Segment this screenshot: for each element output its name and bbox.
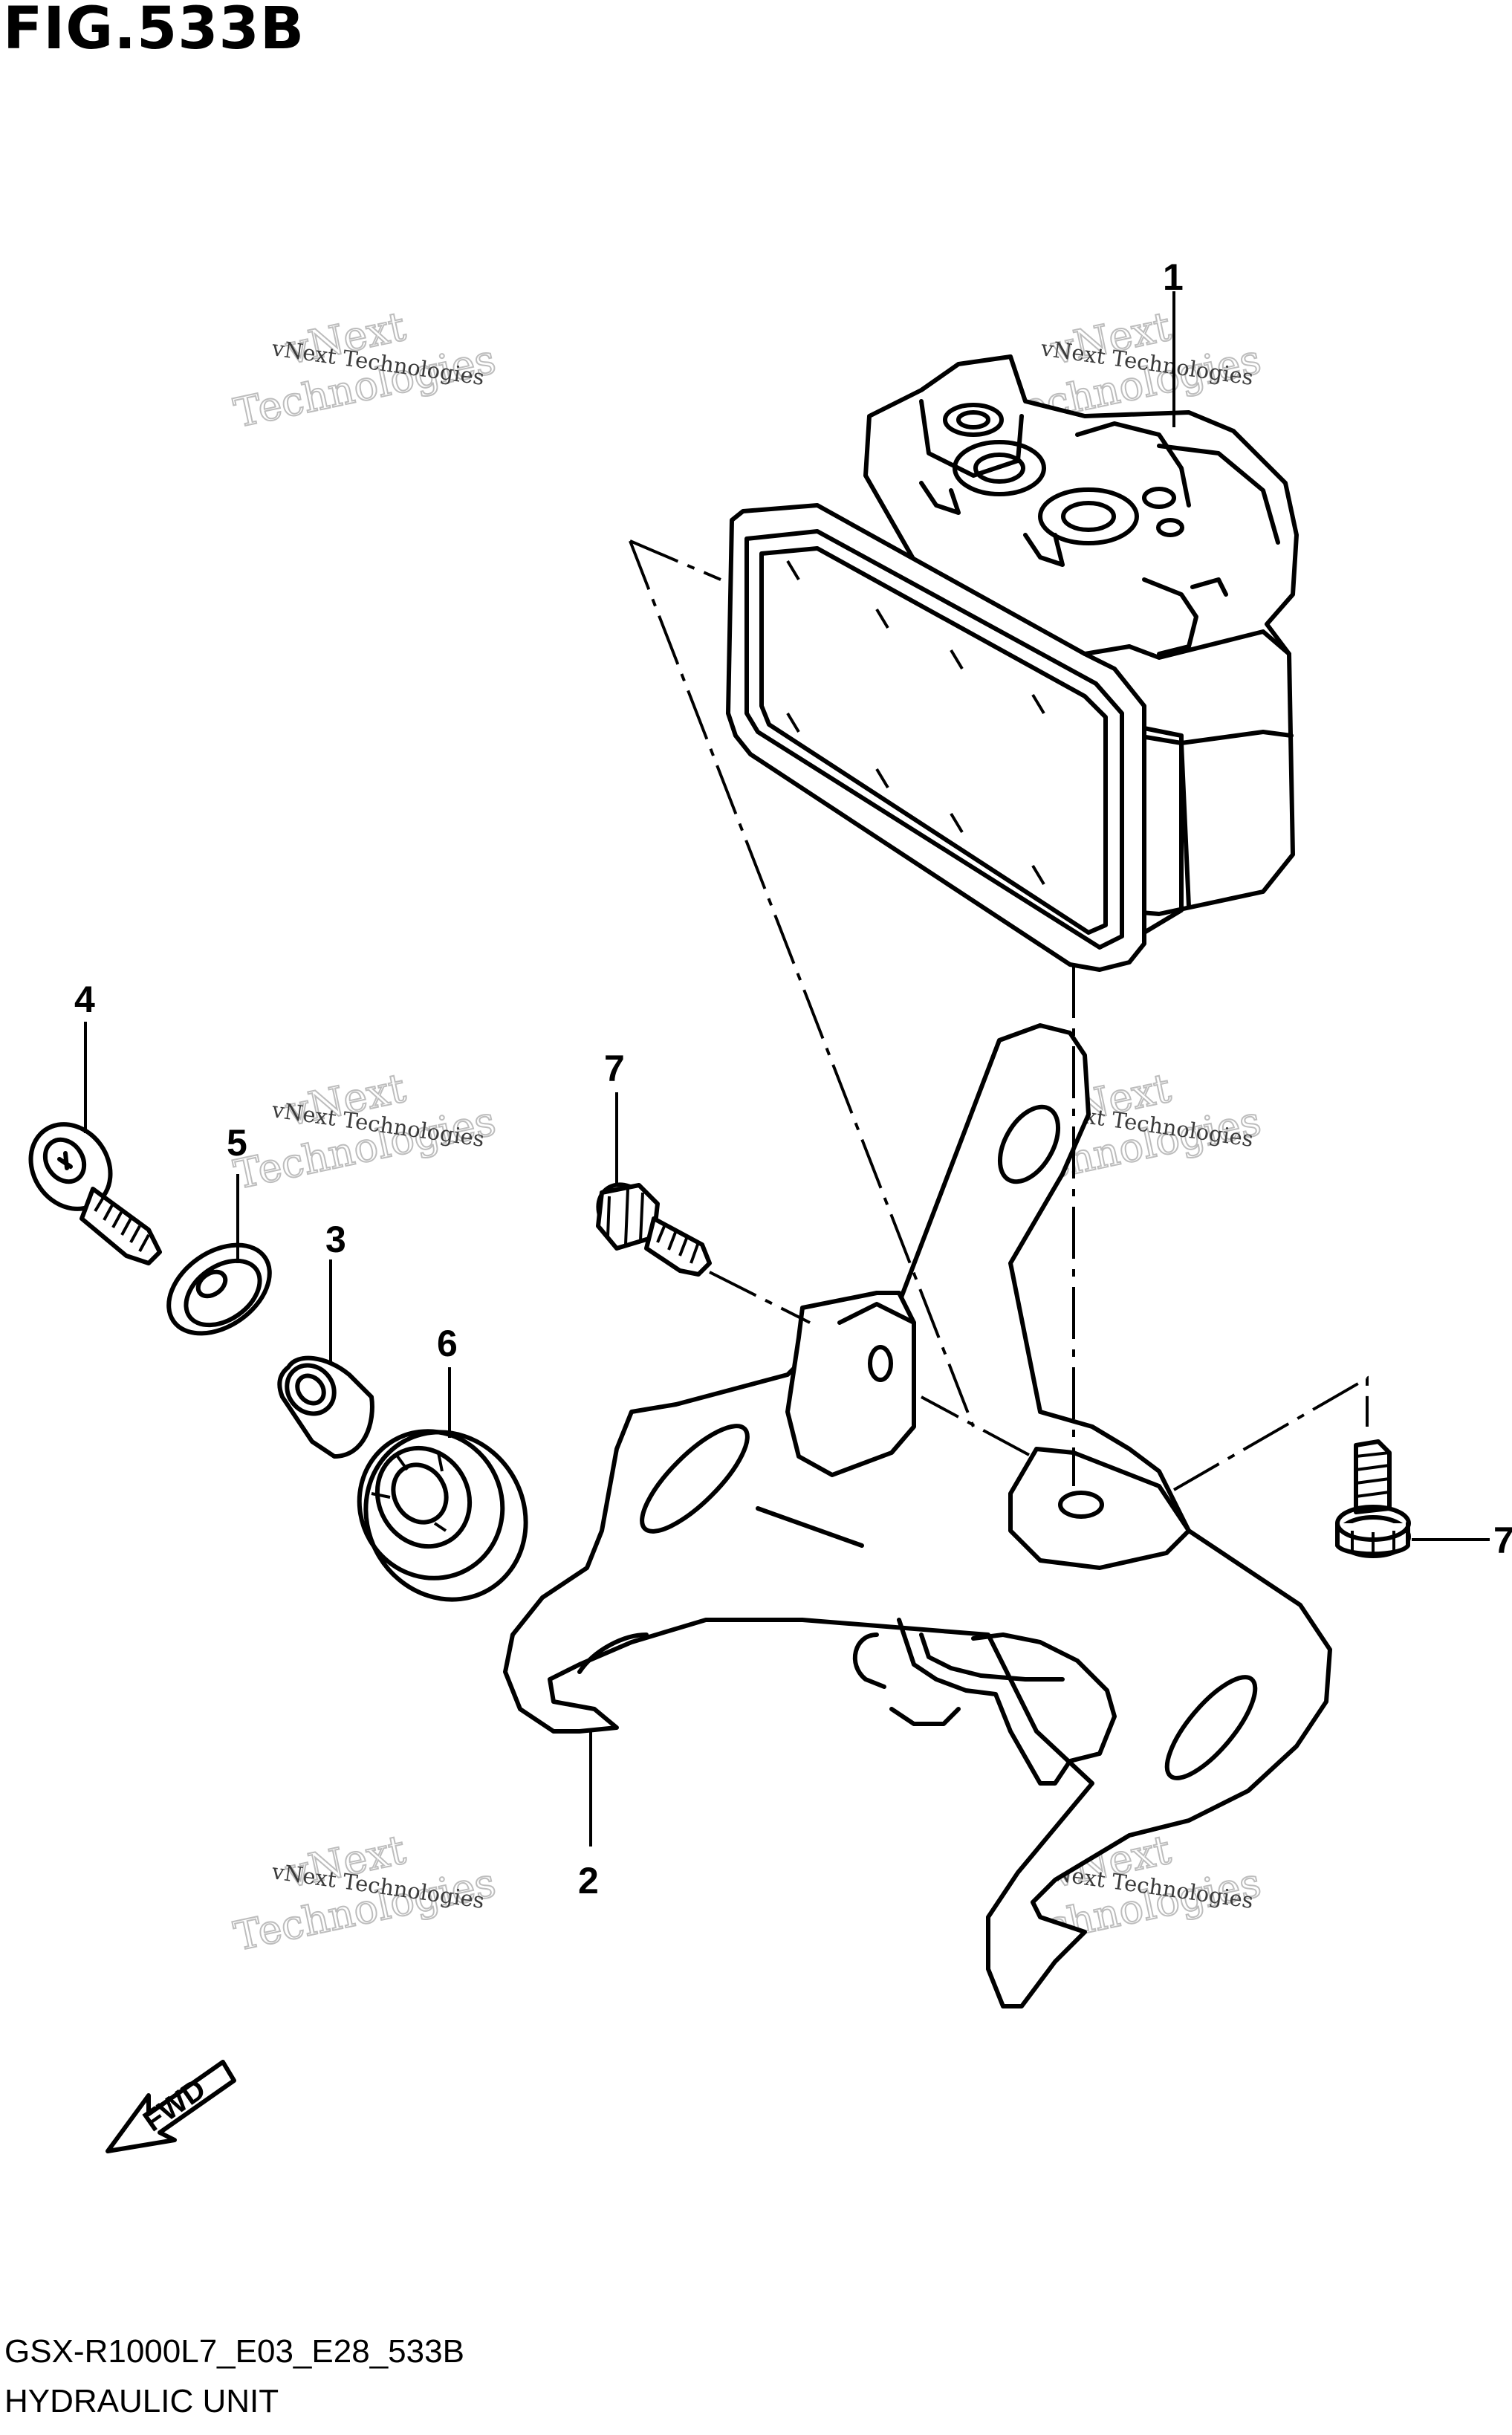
bolt-part-upper: [596, 1182, 712, 1277]
figure-name: HYDRAULIC UNIT: [4, 2383, 279, 2419]
dash-line-pad-tab: [921, 1395, 1030, 1456]
figure-title: FIG.533B: [3, 0, 305, 62]
watermark-top-left: Technologies vNext vNext Technologies: [230, 302, 501, 437]
watermark-mid-left: Technologies vNext vNext Technologies: [230, 1063, 501, 1199]
washer-part: [166, 1242, 272, 1336]
watermark-bottom-left: Technologies vNext vNext Technologies: [230, 1825, 501, 1960]
callout-4: 4: [74, 979, 95, 1020]
dash-line-bolt-right: [1173, 1375, 1369, 1491]
callout-7-right: 7: [1493, 1520, 1512, 1561]
callout-7-upper: 7: [604, 1048, 625, 1089]
collar-part: [277, 1355, 374, 1459]
grommet-part: [357, 1429, 528, 1602]
dash-line-cover-left: [629, 540, 975, 1427]
callout-6: 6: [437, 1323, 458, 1364]
dash-line-bolt-upper: [709, 1271, 811, 1324]
callout-3: 3: [325, 1219, 346, 1260]
callout-5: 5: [227, 1122, 247, 1164]
callout-1: 1: [1163, 256, 1184, 298]
fwd-arrow-icon: FWD: [106, 2060, 236, 2153]
bracket-part: [503, 1023, 1332, 2008]
hydraulic-unit-part: [726, 354, 1299, 972]
bolt-part-right: [1335, 1439, 1411, 1558]
model-code: GSX-R1000L7_E03_E28_533B: [4, 2333, 464, 2370]
dash-line-cover-top: [629, 539, 721, 581]
screw-part: [28, 1122, 162, 1265]
callout-2: 2: [578, 1860, 599, 1901]
